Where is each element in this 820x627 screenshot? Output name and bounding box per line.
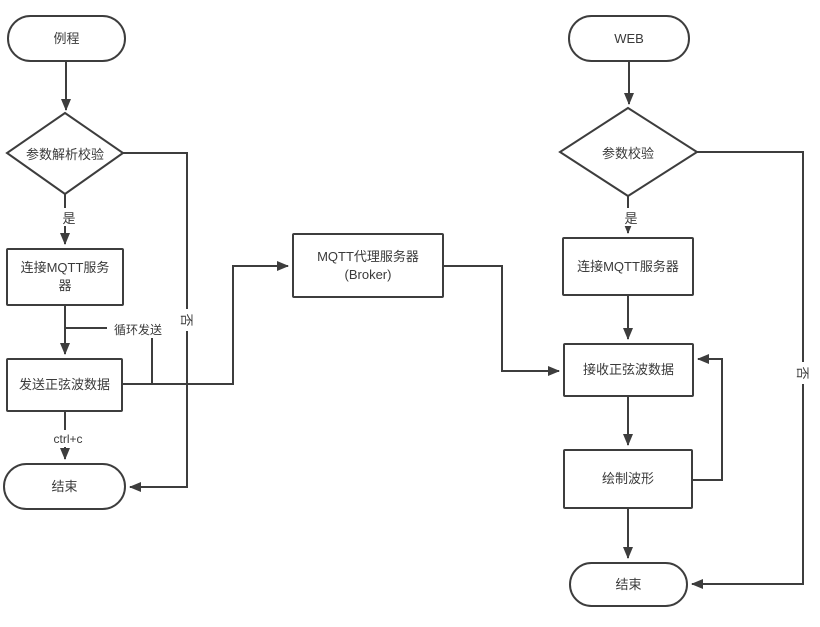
connector-broker-to-receive — [444, 265, 560, 376]
process-mqtt-broker: MQTT代理服务器 (Broker) — [292, 233, 444, 298]
edge-label-ctrl-c-text: ctrl+c — [53, 431, 83, 446]
terminator-start-example: 例程 — [7, 15, 126, 62]
edge-label-yes-left-text: 是 — [62, 210, 76, 226]
process-connect-mqtt-left: 连接MQTT服务器 — [6, 248, 124, 306]
process-connect-mqtt-right-label: 连接MQTT服务器 — [577, 258, 679, 274]
process-draw-waveform: 绘制波形 — [563, 449, 693, 509]
edge-label-no-left-text: 否 — [179, 313, 195, 327]
terminator-end-right: 结束 — [569, 562, 688, 607]
decision-param-check-text: 参数校验 — [601, 145, 654, 161]
terminator-start-example-label: 例程 — [53, 30, 80, 46]
process-send-sine-data: 发送正弦波数据 — [6, 358, 123, 412]
edge-label-no-left: 否 — [179, 309, 197, 331]
connector-send-to-broker — [123, 261, 289, 385]
process-mqtt-broker-label: MQTT代理服务器 (Broker) — [317, 248, 419, 283]
terminator-start-web: WEB — [568, 15, 690, 62]
process-receive-sine-data: 接收正弦波数据 — [563, 343, 694, 397]
process-connect-mqtt-right: 连接MQTT服务器 — [562, 237, 694, 296]
terminator-end-left: 结束 — [3, 463, 126, 510]
terminator-end-left-label: 结束 — [51, 478, 78, 494]
edge-label-no-right: 否 — [795, 362, 813, 384]
edge-label-loop-send: 循环发送 — [107, 321, 169, 338]
edge-label-loop-send-text: 循环发送 — [113, 323, 162, 337]
process-mqtt-broker-title: MQTT代理服务器 — [317, 248, 419, 264]
connector-draw-loopback-to-receive — [693, 354, 723, 481]
process-draw-waveform-label: 绘制波形 — [601, 471, 654, 487]
decision-param-parse-check-text: 参数解析校验 — [25, 146, 104, 162]
edge-label-no-right-text: 否 — [795, 366, 811, 380]
edge-label-yes-right-text: 是 — [624, 210, 638, 226]
edge-label-yes-right: 是 — [619, 208, 643, 226]
edge-label-yes-left: 是 — [57, 208, 81, 226]
terminator-start-web-label: WEB — [614, 30, 644, 46]
process-send-sine-data-label: 发送正弦波数据 — [18, 377, 110, 393]
edge-label-ctrl-c: ctrl+c — [44, 430, 92, 447]
decision-param-parse-check-label: 参数解析校验 — [15, 140, 115, 166]
decision-diamond-right-shape — [558, 106, 699, 198]
decision-diamond-left-shape — [5, 111, 125, 196]
decision-param-check-label: 参数校验 — [578, 139, 678, 165]
process-connect-mqtt-left-label: 连接MQTT服务器 — [20, 260, 110, 293]
process-mqtt-broker-subtitle: (Broker) — [344, 266, 392, 282]
process-receive-sine-data-label: 接收正弦波数据 — [582, 362, 674, 378]
connector-decision-no-left — [123, 152, 188, 492]
connector-decision-no-right — [691, 151, 804, 589]
terminator-end-right-label: 结束 — [615, 576, 642, 592]
